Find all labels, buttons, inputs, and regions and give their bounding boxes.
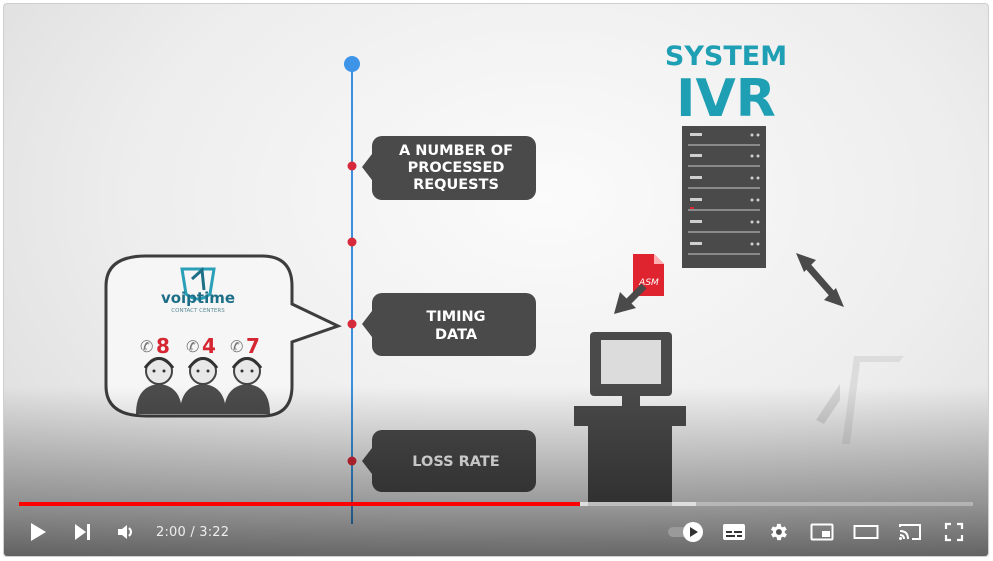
agent-count: ✆ 7 [230, 334, 260, 358]
phone-icon: ✆ [140, 337, 153, 356]
callout-processed-requests: A NUMBER OF PROCESSED REQUESTS [362, 136, 536, 200]
subtitles-icon [723, 524, 745, 540]
system-label: SYSTEM [665, 41, 787, 72]
time-display: 2:00 / 3:22 [156, 524, 230, 540]
timeline-dot [347, 161, 357, 171]
callout-loss-rate: LOSS RATE [362, 430, 536, 492]
callout-text-line: REQUESTS [413, 177, 499, 193]
volume-button[interactable] [104, 512, 148, 552]
progress-bar[interactable] [19, 502, 973, 506]
callout-text-line: DATA [435, 327, 478, 343]
autoplay-toggle[interactable] [660, 512, 712, 552]
agent-count-value: 4 [202, 334, 216, 358]
arrow-down-left-icon [614, 283, 647, 314]
autoplay-icon [668, 522, 703, 542]
cast-button[interactable] [888, 512, 932, 552]
double-arrow-icon [796, 253, 844, 307]
theater-mode-button[interactable] [844, 512, 888, 552]
agent-count-value: 8 [156, 334, 170, 358]
timeline-dot [347, 319, 357, 329]
miniplayer-icon [810, 523, 834, 541]
progress-played [19, 502, 580, 506]
play-button[interactable] [16, 512, 60, 552]
phone-icon: ✆ [186, 337, 199, 356]
video-frame[interactable]: A NUMBER OF PROCESSED REQUESTS TIMING DA… [4, 4, 988, 556]
theater-icon [853, 525, 879, 539]
agent-count-value: 7 [246, 334, 260, 358]
logo-sub: CONTACT CENTERS [171, 308, 225, 314]
logo-name: voiptime [161, 289, 235, 307]
next-button[interactable] [60, 512, 104, 552]
computer-terminal [574, 332, 686, 506]
timeline-dot [347, 456, 357, 466]
asm-label: ASM [638, 278, 659, 288]
phone-icon: ✆ [230, 337, 243, 356]
callout-text-line: LOSS RATE [412, 454, 499, 470]
voiptime-bubble: voiptime CONTACT CENTERS ✆ 8 ✆ 4 ✆ 7 [104, 254, 342, 418]
callout-timing-data: TIMING DATA [362, 293, 536, 356]
device-icon [816, 356, 904, 444]
cast-icon [899, 524, 921, 540]
play-icon [31, 523, 46, 541]
gear-icon [771, 523, 787, 541]
player-controls: 2:00 / 3:22 [4, 512, 988, 552]
callout-text-line: TIMING [426, 309, 485, 325]
ivr-label: IVR [676, 69, 776, 129]
callout-text-line: PROCESSED [408, 160, 505, 176]
agent-count: ✆ 4 [186, 334, 216, 358]
volume-icon [118, 525, 132, 539]
subtitles-button[interactable] [712, 512, 756, 552]
agent-count: ✆ 8 [140, 334, 170, 358]
settings-button[interactable] [756, 512, 800, 552]
server-rack [682, 126, 766, 268]
fullscreen-icon [944, 522, 964, 542]
timeline-top-dot [344, 56, 360, 72]
timeline-dot [347, 237, 357, 247]
voiptime-logo: voiptime CONTACT CENTERS [161, 266, 235, 314]
callout-text-line: A NUMBER OF [399, 143, 513, 159]
fullscreen-button[interactable] [932, 512, 976, 552]
miniplayer-button[interactable] [800, 512, 844, 552]
video-player[interactable]: A NUMBER OF PROCESSED REQUESTS TIMING DA… [3, 3, 989, 557]
skip-next-icon [75, 524, 90, 540]
